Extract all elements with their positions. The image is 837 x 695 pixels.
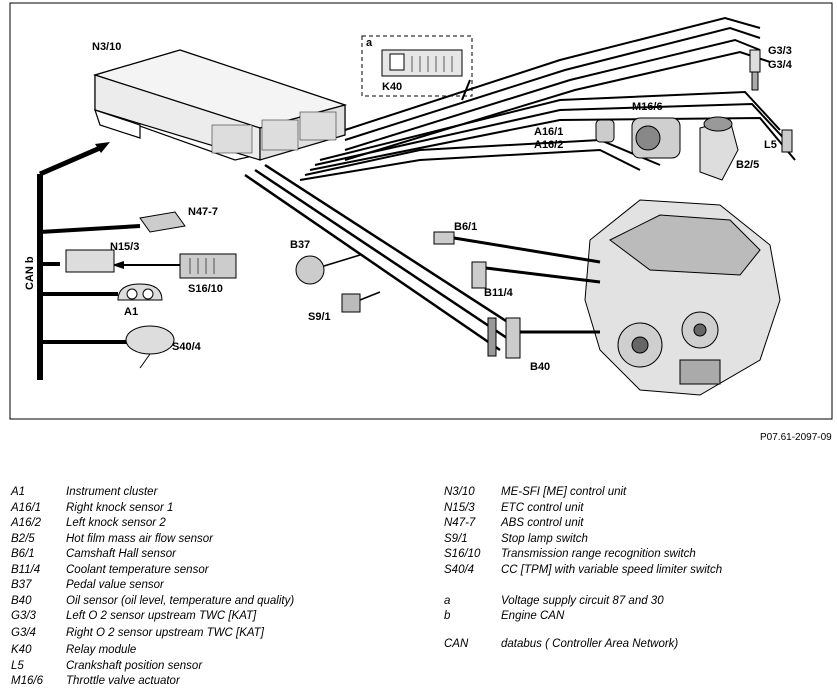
legend-code: a [444, 594, 451, 607]
legend-description: Left O 2 sensor upstream TWC [KAT] [66, 610, 257, 622]
a16-2-label: A16/2 [534, 139, 563, 151]
knock-sensor [595, 119, 615, 143]
camshaft-hall-sensor [433, 231, 601, 264]
transmission-range-switch [179, 253, 237, 279]
legend-description: Camshaft Hall sensor [66, 548, 176, 560]
can-b-label: CAN b [24, 256, 36, 290]
legend-description: Right knock sensor 1 [66, 501, 174, 514]
engine-block [584, 199, 781, 396]
etc-control-unit [65, 249, 115, 273]
legend-description: Coolant temperature sensor [66, 563, 209, 576]
figure-reference: P07.61-2097-09 [760, 432, 832, 443]
legend-code: K40 [11, 644, 32, 656]
legend-code: A1 [11, 486, 26, 498]
stop-lamp-switch [341, 291, 381, 313]
legend-description: Voltage supply circuit 87 and 30 [501, 594, 664, 607]
crankshaft-sensor [781, 129, 793, 153]
instrument-cluster [117, 283, 163, 301]
legend-code: S16/10 [444, 548, 481, 560]
legend-code: N47-7 [444, 517, 476, 529]
legend-description: Throttle valve actuator [66, 675, 180, 687]
legend-description: Engine CAN [501, 610, 565, 622]
legend-description: Right O 2 sensor upstream TWC [KAT] [66, 627, 264, 639]
legend-code: M16/6 [11, 675, 43, 687]
can-bus [37, 142, 180, 380]
wiring-diagram: CAN b N3/10 a K40 [9, 2, 833, 420]
b11-4-label: B11/4 [484, 287, 514, 299]
n15-3-label: N15/3 [110, 241, 139, 253]
b6-1-label: B6/1 [454, 221, 477, 233]
a16-1-label: A16/1 [534, 126, 563, 138]
legend-description: ABS control unit [501, 517, 584, 529]
wire-harness [244, 16, 796, 352]
pedal-value-sensor [295, 254, 361, 285]
s16-10-label: S16/10 [188, 283, 223, 295]
legend-code: N15/3 [444, 501, 475, 514]
n3-10-control-unit [92, 49, 348, 161]
b37-label: B37 [290, 239, 310, 251]
a-circuit-label: a [366, 37, 373, 49]
legend-code: N3/10 [444, 486, 475, 498]
legend-description: Pedal value sensor [66, 579, 164, 591]
legend-code: B2/5 [11, 532, 35, 545]
legend-description: CC [TPM] with variable speed limiter swi… [501, 563, 723, 576]
a1-label: A1 [124, 306, 138, 318]
legend-code: B11/4 [11, 563, 41, 576]
m16-6-label: M16/6 [632, 101, 663, 113]
legend-code: B6/1 [11, 548, 35, 560]
legend-code: CAN [444, 638, 469, 650]
b40-label: B40 [530, 361, 550, 373]
k40-relay-module [361, 35, 473, 97]
throttle-valve-actuator [631, 117, 681, 159]
legend-code: S40/4 [444, 563, 475, 576]
o2-sensor [749, 49, 761, 91]
cruise-control-switch [125, 325, 175, 369]
abs-control-unit [139, 211, 186, 233]
coolant-temperature-sensor [471, 261, 601, 289]
s9-1-label: S9/1 [308, 311, 331, 323]
legend-code: S9/1 [444, 532, 468, 545]
legend-description: databus ( Controller Area Network) [501, 638, 679, 650]
legend-code: L5 [11, 660, 24, 672]
legend-description: Crankshaft position sensor [66, 660, 203, 672]
n47-7-label: N47-7 [188, 206, 218, 218]
b2-5-label: B2/5 [736, 159, 759, 171]
legend-description: Hot film mass air flow sensor [66, 532, 213, 545]
legend-code: b [444, 610, 451, 622]
g3-3-label: G3/3 [768, 45, 792, 57]
legend-description: Instrument cluster [66, 486, 158, 498]
legend-code: A16/2 [11, 517, 42, 529]
legend-description: Oil sensor (oil level, temperature and q… [66, 594, 295, 607]
legend-code: B37 [11, 579, 32, 591]
legend-description: Transmission range recognition switch [501, 548, 696, 560]
legend-code: G3/3 [11, 610, 36, 622]
legend-code: B40 [11, 594, 32, 607]
k40-label: K40 [382, 81, 402, 93]
n3-10-label: N3/10 [92, 41, 121, 53]
legend-description: ETC control unit [501, 501, 584, 514]
l5-label: L5 [764, 139, 777, 151]
diagram-frame [9, 2, 833, 420]
oil-sensor [487, 317, 600, 359]
legend-code: G3/4 [11, 627, 36, 639]
legend-description: Left knock sensor 2 [66, 517, 166, 529]
legend-description: ME-SFI [ME] control unit [501, 486, 627, 498]
legend-description: Relay module [66, 644, 137, 656]
g3-4-label: G3/4 [768, 59, 793, 71]
s40-4-label: S40/4 [172, 341, 202, 353]
legend-description: Stop lamp switch [501, 532, 588, 545]
legend-code: A16/1 [11, 501, 42, 514]
air-flow-sensor [699, 116, 739, 181]
